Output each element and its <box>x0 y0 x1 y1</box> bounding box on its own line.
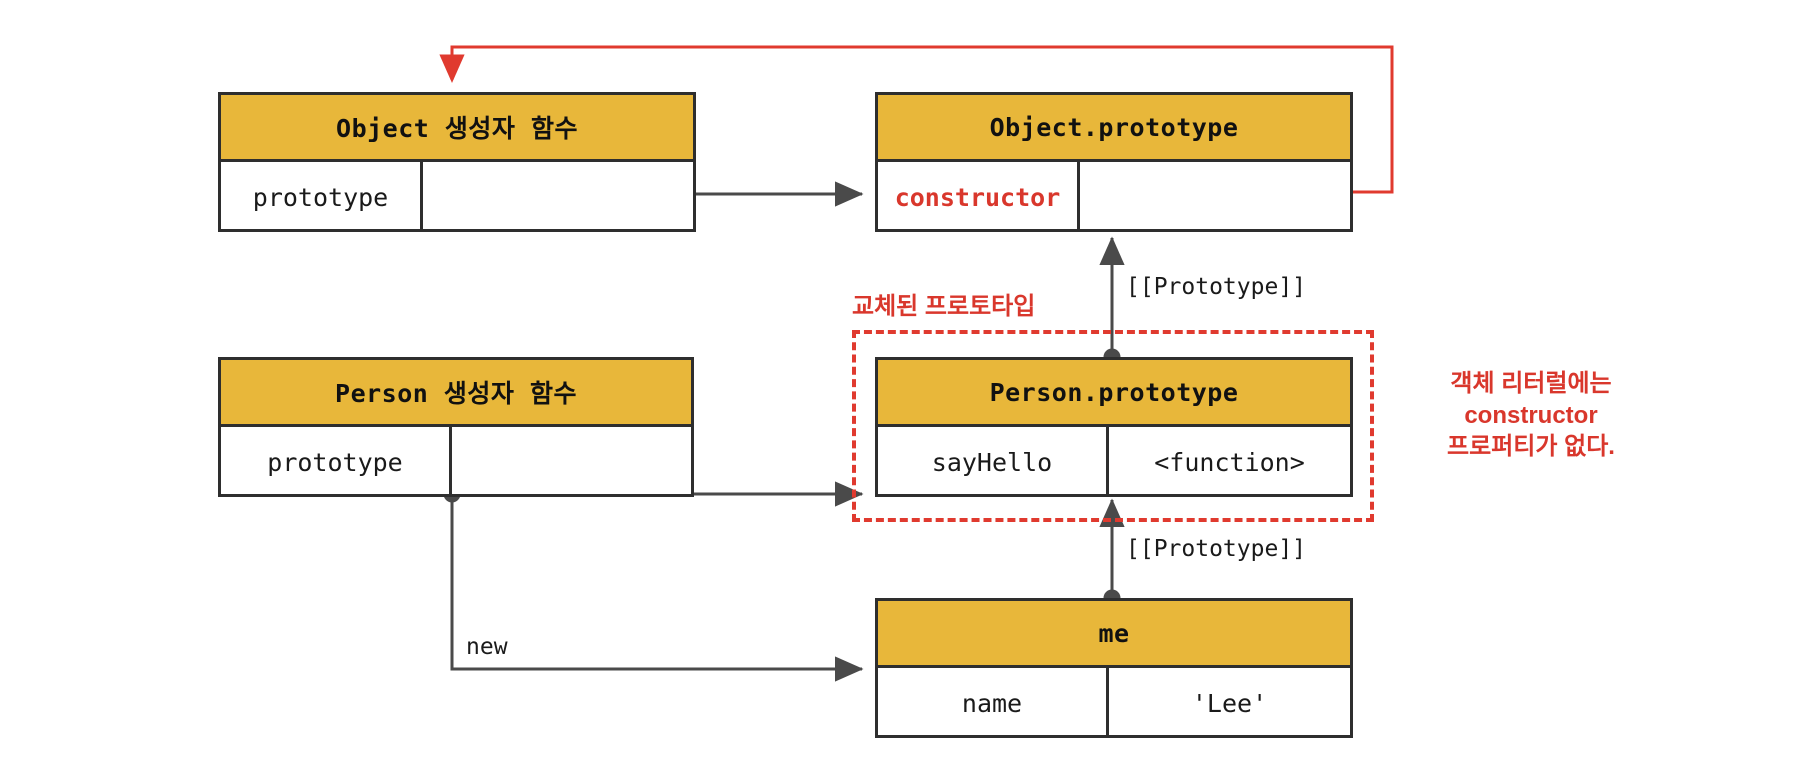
wire-label-prototype-top: [[Prototype]] <box>1126 274 1307 300</box>
node-person-constructor-row: prototype <box>221 427 691 497</box>
cell-person-prototype-key: prototype <box>221 427 452 497</box>
node-object-prototype-header: Object.prototype <box>878 95 1350 162</box>
node-object-constructor-header: Object 생성자 함수 <box>221 95 693 162</box>
annotation-no-constructor-line3: 프로퍼티가 없다. <box>1447 433 1615 461</box>
cell-object-prototype-constructor-key: constructor <box>878 162 1080 232</box>
node-person-prototype-header: Person.prototype <box>878 360 1350 427</box>
wire-label-new: new <box>466 634 508 660</box>
cell-me-name-key: name <box>878 668 1109 738</box>
cell-person-prototype-sayhello-value: <function> <box>1154 447 1305 477</box>
node-person-prototype-row: sayHello <function> <box>878 427 1350 497</box>
annotation-no-constructor-line1: 객체 리터럴에는 <box>1450 370 1612 397</box>
node-object-prototype: Object.prototype constructor <box>875 92 1353 232</box>
node-person-constructor: Person 생성자 함수 prototype <box>218 357 694 497</box>
wire-label-prototype-bottom: [[Prototype]] <box>1126 536 1307 562</box>
node-object-constructor: Object 생성자 함수 prototype <box>218 92 696 232</box>
annotation-no-constructor-line2: constructor <box>1464 401 1598 429</box>
cell-person-prototype-sayhello-key: sayHello <box>878 427 1109 497</box>
node-me-instance: me name 'Lee' <box>875 598 1353 738</box>
cell-object-prototype-value <box>423 162 693 232</box>
cell-me-name-value: 'Lee' <box>1191 688 1268 718</box>
cell-object-prototype-constructor-value <box>1080 162 1350 232</box>
node-person-prototype: Person.prototype sayHello <function> <box>875 357 1353 497</box>
node-person-constructor-header: Person 생성자 함수 <box>221 360 691 427</box>
replaced-prototype-region <box>852 330 1374 522</box>
node-object-constructor-row: prototype <box>221 162 693 232</box>
cell-object-prototype-key: prototype <box>221 162 423 232</box>
node-me-instance-row: name 'Lee' <box>878 668 1350 738</box>
annotation-no-constructor: 객체 리터럴에는 constructor 프로퍼티가 없다. <box>1396 368 1666 463</box>
cell-person-prototype-value <box>452 427 691 497</box>
node-object-prototype-row: constructor <box>878 162 1350 232</box>
node-me-instance-header: me <box>878 601 1350 668</box>
annotation-replaced-prototype: 교체된 프로토타입 <box>852 293 1036 320</box>
